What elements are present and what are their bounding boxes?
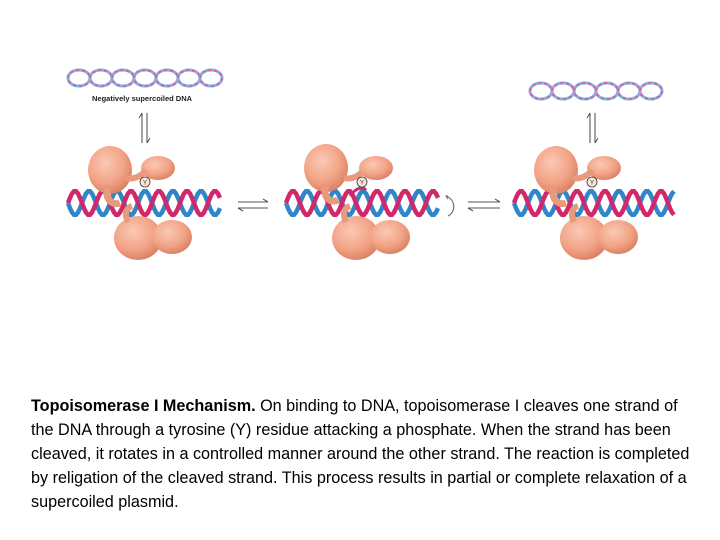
supercoiled-dna-label: Negatively supercoiled DNA — [92, 94, 193, 103]
tyrosine-marker: Y — [586, 176, 598, 188]
panel-enzyme-binding: Y — [65, 146, 223, 260]
dna-double-helix — [283, 189, 441, 217]
dna-double-helix — [65, 189, 223, 217]
figure-caption: Topoisomerase I Mechanism. On binding to… — [31, 394, 693, 514]
dna-double-helix — [511, 189, 676, 217]
panel-strand-cleavage: Y — [283, 144, 441, 260]
tyrosine-marker: Y — [356, 176, 368, 188]
tyrosine-label: Y — [590, 181, 594, 187]
relaxed-plasmid — [528, 81, 664, 101]
panel-religation: Y — [511, 146, 676, 260]
horizontal-equilibrium-arrow-1 — [237, 198, 269, 212]
mechanism-diagram: Negatively supercoiled DNA — [65, 68, 676, 260]
tyrosine-marker: Y — [139, 176, 151, 188]
topoisomerase-enzyme — [88, 146, 192, 260]
vertical-equilibrium-arrow-left — [138, 112, 151, 144]
tyrosine-label: Y — [360, 181, 364, 187]
topoisomerase-enzyme — [534, 146, 638, 260]
caption-body: On binding to DNA, topoisomerase I cleav… — [31, 397, 690, 511]
supercoiled-plasmid — [66, 68, 224, 88]
topoisomerase-enzyme — [304, 144, 410, 260]
vertical-equilibrium-arrow-right — [586, 112, 599, 144]
rotation-arrow — [445, 195, 455, 217]
horizontal-equilibrium-arrow-2 — [467, 198, 501, 212]
tyrosine-label: Y — [143, 181, 147, 187]
caption-title: Topoisomerase I Mechanism. — [31, 397, 256, 415]
